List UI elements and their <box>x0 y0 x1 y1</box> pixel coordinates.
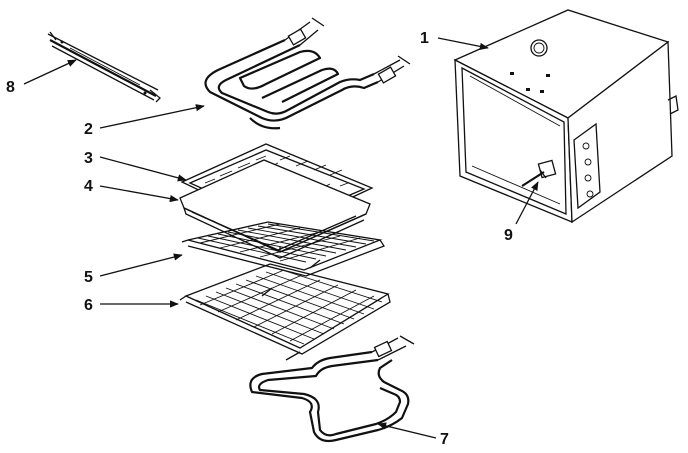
part-7-bake-element <box>249 335 415 443</box>
callout-5: 5 <box>84 269 93 286</box>
callout-7: 7 <box>440 431 449 448</box>
callout-2: 2 <box>84 121 93 138</box>
callout-9: 9 <box>504 227 513 244</box>
callout-4: 4 <box>84 178 93 195</box>
callout-3: 3 <box>84 150 93 167</box>
part-9-sensor <box>521 159 557 187</box>
callout-labels: 1 2 3 4 5 6 7 8 9 <box>6 30 513 448</box>
part-1-oven-cavity <box>453 9 679 224</box>
part-6-oven-rack <box>179 263 391 361</box>
callout-1: 1 <box>420 30 429 47</box>
part-5-oven-rack <box>181 221 385 277</box>
callout-8: 8 <box>6 79 15 96</box>
leader-lines <box>23 37 539 439</box>
callout-6: 6 <box>84 297 93 314</box>
part-2-broil-element <box>204 17 411 130</box>
part-8-bracket <box>47 31 161 103</box>
